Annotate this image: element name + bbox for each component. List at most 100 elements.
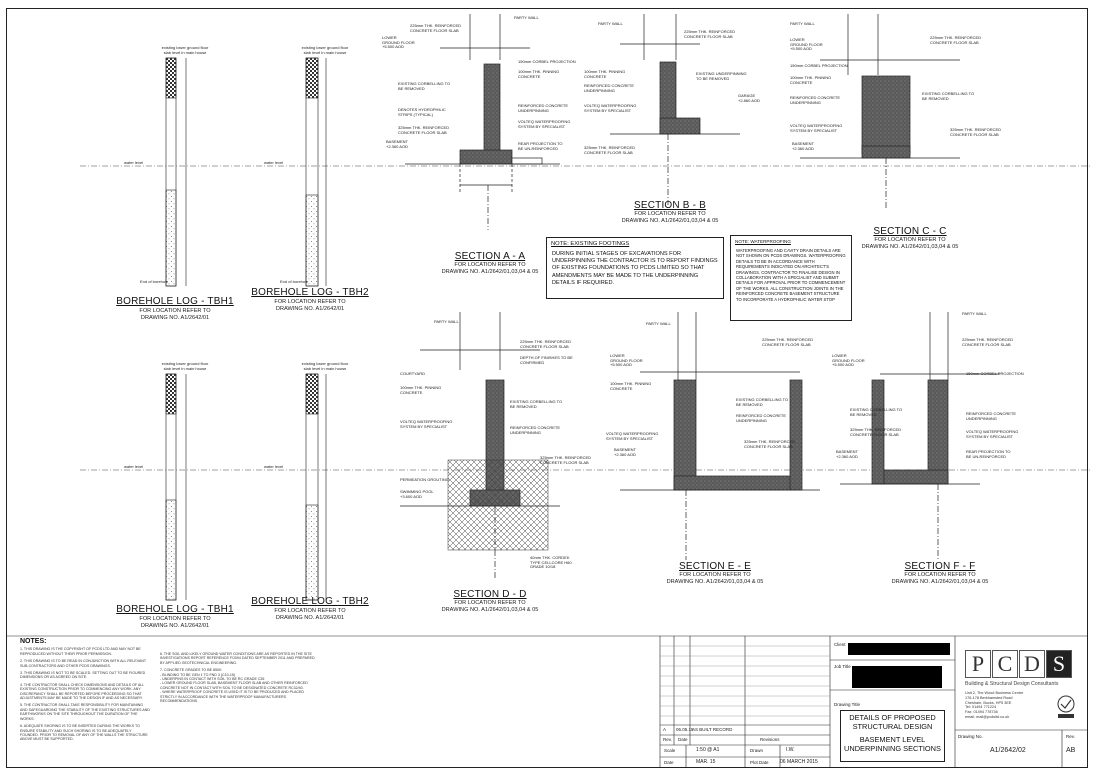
annotation-basement-f: BASEMENT +2.360 AOD: [836, 449, 859, 459]
note-existing-footings: NOTE: EXISTING FOOTINGS DURING INITIAL S…: [546, 237, 724, 299]
annotation-corbelling: EXISTING CORBELLING TO BE REMOVED: [398, 81, 451, 91]
note-waterproofing-body: WATERPROOFING AND CAVITY DRAIN DETAILS A…: [736, 248, 846, 302]
client-redacted: [848, 643, 950, 655]
annotation-hydrophilic: DENOTES HYDROPHILIC STRIPS (TYPICAL): [398, 107, 446, 117]
annotation-rc-underpin-e: REINFORCED CONCRETE UNDERPINNING: [736, 413, 787, 423]
annotation-slab-225: 225mm THK. REINFORCED CONCRETE FLOOR SLA…: [410, 23, 462, 33]
scale-label: Scale: [664, 748, 676, 753]
annotation-lower-ground-e: LOWER GROUND FLOOR +5.500 AOD: [610, 353, 643, 368]
annotation-rear-proj-f: REAR PROJECTION TO BE UN-REINFORCED: [966, 449, 1011, 459]
annotation-corbelling-d: EXISTING CORBELLING TO BE REMOVED: [510, 399, 563, 409]
water-level-label: water level: [124, 464, 144, 469]
borehole-header-text: existing lower ground floor slab level i…: [161, 45, 209, 55]
annotation-rear-proj: REAR PROJECTION TO BE UN-REINFORCED: [518, 141, 563, 151]
annotation-party-wall-b: PARTY WALL: [598, 21, 623, 26]
annotation-corbelling-f: EXISTING CORBELLING TO BE REMOVED: [850, 407, 903, 417]
water-level-label: water level: [264, 464, 284, 469]
client-label: Client: [834, 642, 846, 647]
annotation-slab-225-c: 225mm THK. REINFORCED CONCRETE FLOOR SLA…: [930, 35, 982, 45]
annotation-slab-325-e: 325mm THK. REINFORCED CONCRETE FLOOR SLA…: [744, 439, 796, 449]
general-note-item: 5. THE CONTRACTOR SHALL TAKE RESPONSIBIL…: [20, 703, 150, 721]
revision-number-label: Rev.: [1066, 734, 1075, 739]
annotation-volteq-e: VOLTEQ WATERPROOFING SYSTEM BY SPECIALIS…: [606, 431, 659, 441]
section-b-drawing: [610, 14, 740, 205]
end-of-borehole-label: End of borehole: [140, 279, 169, 284]
section-c-drawing: [800, 14, 960, 210]
revision-rev: A: [663, 727, 667, 732]
drawing-number-label: Drawing No.: [958, 734, 983, 739]
note-existing-footings-title: NOTE: EXISTING FOOTINGS: [551, 241, 630, 247]
drawing-frame: [6, 8, 1088, 768]
section-d-drawing: [400, 312, 560, 580]
annotation-rc-underpin-f: REINFORCED CONCRETE UNDERPINNING: [966, 411, 1017, 421]
logo-letter-d: D: [1019, 650, 1045, 678]
annotation-volteq-b: VOLTEQ WATERPROOFING SYSTEM BY SPECIALIS…: [584, 103, 637, 113]
section-c-ref: FOR LOCATION REFER TO DRAWING NO. A1/264…: [861, 237, 959, 250]
company-address: Unit 2, The Wood Business Centre 176-178…: [965, 691, 1024, 719]
section-e-ref: FOR LOCATION REFER TO DRAWING NO. A1/264…: [666, 572, 764, 585]
annotation-corbel-f: 150mm CORBEL PROJECTION: [966, 371, 1024, 376]
annotation-party-wall-d: PARTY WALL: [434, 319, 459, 324]
drawing-subtitle: BASEMENT LEVEL UNDERPINNING SECTIONS: [844, 735, 941, 753]
job-title-label: Job Title: [834, 664, 851, 669]
general-note-item: 2. THIS DRAWING IS TO BE READ IN CONJUNC…: [20, 659, 147, 668]
annotation-slab-325-f: 325mm THK. REINFORCED CONCRETE FLOOR SLA…: [850, 427, 902, 437]
scale-value: 1:50 @ A1: [696, 747, 720, 753]
annotation-slab-325-b: 325mm THK. REINFORCED CONCRETE FLOOR SLA…: [584, 145, 636, 155]
annotation-corbel-c: 150mm CORBEL PROJECTION: [790, 63, 848, 68]
borehole-ref-tbh1-lower: FOR LOCATION REFER TO DRAWING NO. A1/264…: [139, 616, 211, 629]
section-e-drawing: [620, 312, 820, 560]
annotation-party-wall: PARTY WALL: [514, 15, 539, 20]
annotation-basement-c: BASEMENT +2.360 AOD: [792, 141, 815, 151]
date-label: Date: [678, 737, 688, 742]
drawing-number: A1/2642/02: [990, 747, 1026, 754]
date2-label: Date: [664, 760, 674, 765]
annotation-permeation: PERMEATION GROUTING: [400, 477, 449, 482]
annotation-finishes: DEPTH OF FINISHES TO BE CONFIRMED: [520, 355, 573, 365]
note-existing-footings-body: DURING INITIAL STAGES OF EXCAVATIONS FOR…: [552, 251, 718, 286]
section-f-ref: FOR LOCATION REFER TO DRAWING NO. A1/264…: [891, 572, 989, 585]
section-b-ref: FOR LOCATION REFER TO DRAWING NO. A1/264…: [621, 211, 719, 224]
plot-date-value: 06 MARCH 2015: [780, 759, 818, 765]
annotation-slab-225-d: 225mm THK. REINFORCED CONCRETE FLOOR SLA…: [520, 339, 572, 349]
date2-value: MAR. 15: [696, 759, 716, 765]
section-f-drawing: [840, 312, 1000, 560]
general-notes-title: NOTES:: [20, 638, 47, 645]
annotation-basement-e: BASEMENT +2.360 AOD: [614, 447, 637, 457]
title-block-grid: [6, 635, 1088, 768]
borehole-column-tbh2-bottom: [305, 373, 327, 601]
section-f-title: SECTION F - F: [904, 561, 976, 572]
annotation-pool: SWIMMING POOL +3.600 AOD: [400, 489, 434, 499]
borehole-column-tbh1-bottom: [165, 373, 187, 601]
annotation-rc-underpin-d: REINFORCED CONCRETE UNDERPINNING: [510, 425, 561, 435]
logo-letter-p: P: [965, 650, 991, 678]
annotation-volteq-f: VOLTEQ WATERPROOFING SYSTEM BY SPECIALIS…: [966, 429, 1019, 439]
section-d-ref: FOR LOCATION REFER TO DRAWING NO. A1/264…: [441, 600, 539, 613]
borehole-ref-tbh2: FOR LOCATION REFER TO DRAWING NO. A1/264…: [274, 299, 346, 312]
annotation-lower-ground-f: LOWER GROUND FLOOR +5.500 AOD: [832, 353, 865, 368]
annotation-volteq-c: VOLTEQ WATERPROOFING SYSTEM BY SPECIALIS…: [790, 123, 843, 133]
note-waterproofing-title: NOTE: WATERPROOFING: [735, 239, 791, 244]
section-a-drawing: [405, 14, 560, 230]
annotation-corbel: 150mm CORBEL PROJECTION: [518, 59, 576, 64]
accreditation-badge-icon: [1057, 695, 1075, 718]
general-note-item: 3. THIS DRAWING IS NOT TO BE SCALED. SET…: [20, 671, 146, 680]
revision-number: AB: [1066, 747, 1076, 754]
borehole-column-tbh2-top: [305, 57, 327, 287]
annotation-pinning-b: 100mm THK. PINNING CONCRETE: [584, 69, 626, 79]
annotation-volteq-d: VOLTEQ WATERPROOFING SYSTEM BY SPECIALIS…: [400, 419, 453, 429]
general-note-item: 6. ADEQUATE SHORING IS TO BE INSERTED DU…: [20, 724, 148, 742]
logo-tagline: Building & Structural Design Consultants: [965, 681, 1059, 687]
annotation-garage: GARAGE +2.860 AOD: [738, 93, 760, 103]
section-a-ref: FOR LOCATION REFER TO DRAWING NO. A1/264…: [441, 262, 539, 275]
section-b-title: SECTION B - B: [633, 200, 707, 211]
borehole-ref-tbh2-lower: FOR LOCATION REFER TO DRAWING NO. A1/264…: [274, 608, 346, 621]
annotation-underpin-existing: EXISTING UNDERPINNING TO BE REMOVED: [696, 71, 747, 81]
annotation-lower-ground: LOWER GROUND FLOOR +5.500 AOD: [382, 35, 415, 50]
borehole-header-text: existing lower ground floor slab level i…: [161, 361, 209, 371]
rev-label: Rev.: [663, 737, 672, 742]
drawn-value: I.W.: [786, 747, 795, 753]
general-note-item: 6. THE SOIL AND LIKELY GROUND WATER COND…: [160, 652, 315, 665]
borehole-title-tbh2-lower: BOREHOLE LOG - TBH2: [251, 596, 369, 607]
